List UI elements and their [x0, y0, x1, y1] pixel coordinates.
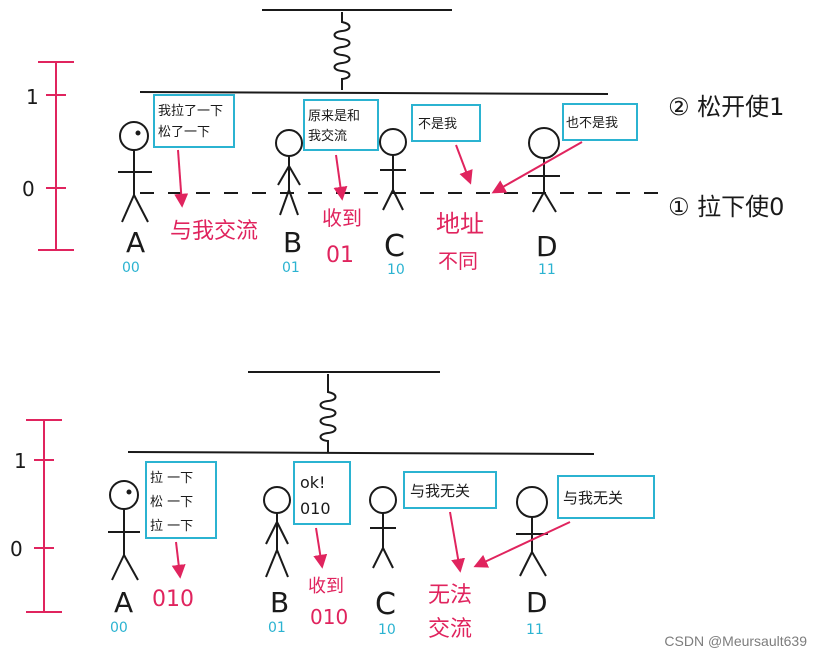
reply-b-line2: 010	[310, 605, 348, 629]
person-d	[516, 486, 548, 577]
speech-d: 也不是我	[566, 116, 618, 131]
person-head	[516, 486, 548, 518]
person-head	[109, 480, 139, 510]
person-a-bits: 00	[122, 260, 140, 276]
person-c-bits: 10	[387, 262, 405, 278]
axis-tick-0: 0	[10, 537, 23, 561]
panel-1: 1 0 ② 松开使1 ① 拉下使0 A 00 我拉了一下 松了一下 与我交流	[22, 9, 784, 278]
person-b-bits: 01	[268, 620, 286, 636]
voltage-axis	[26, 419, 62, 613]
person-d-bits: 11	[538, 262, 556, 278]
speech-b-line2: 010	[300, 499, 331, 518]
arrow-d	[491, 141, 583, 194]
person-a-letter: A	[126, 226, 145, 259]
speech-d: 与我无关	[563, 489, 623, 507]
spring-icon	[333, 12, 351, 90]
reply-b-line1: 收到	[322, 206, 362, 230]
person-d-bits: 11	[526, 622, 544, 638]
bus-line	[127, 451, 595, 455]
person-c	[369, 486, 397, 569]
speech-box-a	[153, 94, 235, 148]
reply-c-line2: 不同	[438, 249, 478, 273]
person-b	[275, 129, 303, 216]
speech-box-b	[293, 461, 351, 525]
person-c-letter: C	[375, 587, 396, 622]
speech-box-b	[303, 99, 379, 151]
person-head	[275, 129, 303, 157]
speech-box-d	[557, 475, 655, 519]
speech-a-line3: 拉 一下	[150, 519, 193, 534]
reply-a: 010	[152, 587, 194, 612]
arrow-a	[171, 541, 186, 579]
speech-c: 不是我	[418, 117, 457, 132]
person-head	[263, 486, 291, 514]
person-d-letter: D	[526, 586, 548, 619]
person-c-bits: 10	[378, 622, 396, 638]
speech-box-c	[411, 104, 481, 142]
person-c-letter: C	[384, 229, 405, 264]
speech-a-line1: 拉 一下	[150, 471, 193, 486]
panel-2: 1 0 A 00 拉 一下 松 一下 拉 一下 010 B 01	[10, 371, 655, 642]
note-release: ② 松开使1	[668, 93, 784, 121]
reply-c-line2: 交流	[428, 617, 472, 642]
reply-c-line1: 地址	[436, 210, 484, 238]
spring-icon	[319, 374, 337, 452]
speech-b-line1: 原来是和	[308, 109, 360, 124]
voltage-axis	[38, 61, 74, 251]
arrow-b	[313, 527, 328, 569]
arrow-c	[455, 144, 473, 185]
watermark: CSDN @Meursault639	[664, 633, 807, 649]
arrow-b	[333, 154, 348, 201]
speech-c: 与我无关	[410, 482, 470, 500]
reply-a: 与我交流	[170, 219, 258, 244]
person-c	[379, 128, 407, 211]
speech-box-a	[145, 461, 217, 539]
arrow-d	[473, 521, 571, 568]
person-a-bits: 00	[110, 620, 128, 636]
person-head	[528, 127, 560, 159]
note-pull: ① 拉下使0	[668, 193, 784, 221]
speech-b-line2: 我交流	[308, 128, 347, 144]
person-a	[108, 480, 140, 581]
speech-a-line1: 我拉了一下	[158, 104, 223, 119]
speech-b-line1: ok!	[300, 473, 325, 492]
bus-line	[139, 91, 609, 95]
person-a	[118, 121, 152, 223]
person-head	[379, 128, 407, 156]
person-b-letter: B	[270, 586, 289, 619]
reply-b-line2: 01	[326, 243, 354, 268]
arrow-a	[174, 149, 189, 208]
speech-box-c	[403, 471, 497, 509]
axis-tick-0: 0	[22, 177, 35, 201]
axis-tick-1: 1	[14, 449, 27, 473]
axis-tick-1: 1	[26, 85, 39, 109]
speech-a-line2: 松 一下	[150, 495, 193, 510]
arrow-c	[449, 511, 465, 573]
person-head	[369, 486, 397, 514]
speech-a-line2: 松了一下	[158, 125, 210, 140]
person-b	[263, 486, 291, 578]
person-a-letter: A	[114, 586, 133, 619]
person-b-bits: 01	[282, 260, 300, 276]
person-d-letter: D	[536, 230, 558, 263]
person-head	[119, 121, 149, 151]
reply-c-line1: 无法	[428, 583, 472, 608]
speech-box-d	[562, 103, 638, 141]
person-b-letter: B	[283, 226, 302, 259]
reply-b-line1: 收到	[308, 576, 344, 597]
